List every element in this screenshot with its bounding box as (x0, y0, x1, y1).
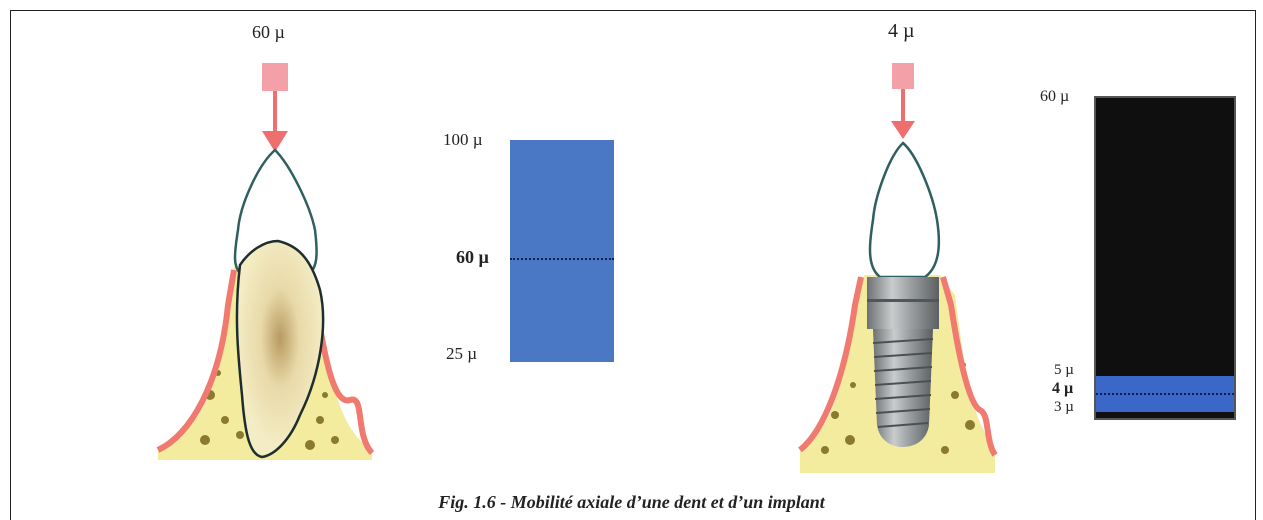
root-shape (235, 239, 325, 459)
tooth-scale-top: 100 µ (443, 130, 483, 149)
implant-illustration (798, 63, 998, 473)
tooth-scale-bottom: 25 µ (446, 344, 478, 363)
tooth-mobility-bar (510, 140, 614, 362)
implant-scale-mid: 4 µ (1052, 380, 1074, 397)
implant-mobility-marker (1096, 393, 1234, 395)
force-arrow-icon (891, 63, 915, 139)
implant-scale-upper: 5 µ (1054, 362, 1074, 378)
tooth-scale-mid: 60 µ (456, 247, 489, 267)
crown-outline (868, 141, 941, 279)
figure-frame (10, 10, 1256, 520)
implant-mobility-bar (1094, 96, 1236, 420)
tooth-force-label: 60 µ (252, 22, 285, 42)
tooth-illustration (156, 63, 375, 460)
implant-body (873, 329, 933, 447)
implant-scale-top: 60 µ (1040, 88, 1070, 105)
implant-force-label: 4 µ (888, 20, 915, 42)
tooth-mobility-marker (510, 258, 614, 260)
gum-line (798, 276, 864, 453)
implant-scale-bottom: 3 µ (1054, 399, 1074, 415)
implant-mobility-band (1096, 376, 1234, 412)
figure-caption: Fig. 1.6 - Mobilité axiale d’une dent et… (438, 492, 825, 512)
gum-line (156, 269, 237, 453)
implant-abutment (867, 277, 939, 329)
force-arrow-icon (262, 63, 288, 152)
